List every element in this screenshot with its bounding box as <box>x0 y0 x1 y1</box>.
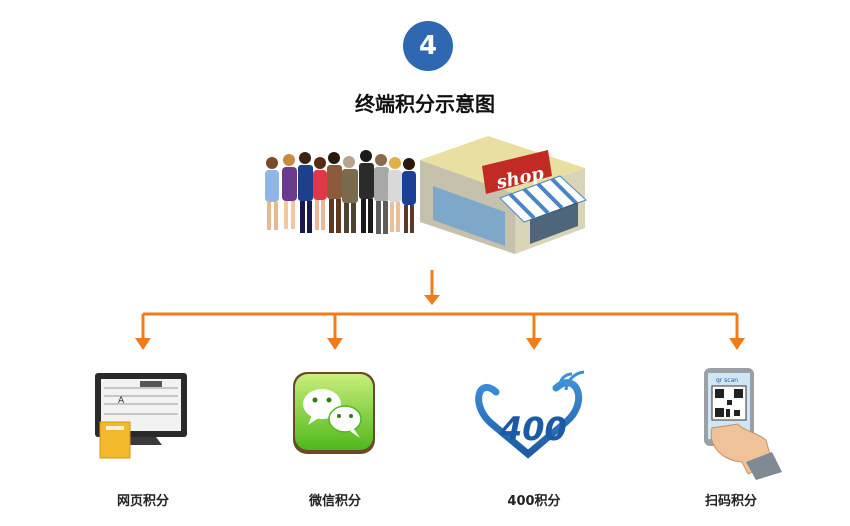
person-figure <box>327 152 342 233</box>
arrow-head <box>135 338 151 350</box>
person-figure <box>313 157 327 230</box>
step-number-badge: 4 <box>403 21 453 71</box>
channel-label-web: 网页积分 <box>116 494 169 509</box>
phone-screen-text: qr scan <box>716 377 738 384</box>
person-figure <box>298 152 313 233</box>
channel-label-400: 400积分 <box>507 494 561 509</box>
person-figure <box>282 154 297 229</box>
crowd-illustration <box>265 150 416 234</box>
page-title: 终端积分示意图 <box>355 92 495 116</box>
person-figure <box>359 150 374 233</box>
person-figure <box>402 158 416 233</box>
channel-label-qr-scan: 扫码积分 <box>704 494 757 509</box>
qr-scan-phone-icon: qr scan <box>704 368 782 480</box>
computer-icon: A <box>95 373 187 459</box>
arrow-head <box>729 338 745 350</box>
person-figure <box>388 157 402 232</box>
arrow-head <box>327 338 343 350</box>
flow-connector <box>135 270 745 350</box>
hotline-logo-text: 400 <box>499 410 567 448</box>
channel-label-wechat: 微信积分 <box>308 494 361 509</box>
shop-sign <box>482 150 552 194</box>
person-figure <box>265 157 279 230</box>
arrow-head <box>424 295 440 305</box>
svg-text:A: A <box>118 396 125 406</box>
person-figure <box>342 156 358 233</box>
person-figure <box>374 154 389 234</box>
wechat-icon <box>293 372 375 454</box>
arrow-head <box>526 338 542 350</box>
hotline-400-icon: 400 <box>475 370 585 459</box>
shop-illustration: shop <box>420 136 587 254</box>
